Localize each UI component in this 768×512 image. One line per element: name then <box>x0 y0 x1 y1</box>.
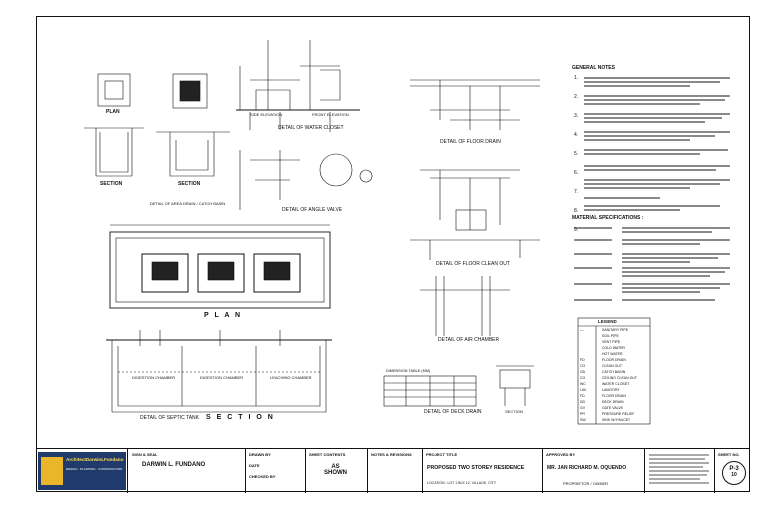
legend-row: VENT PIPE <box>602 340 621 344</box>
digestion-chamber-2: DIGESTION CHAMBER <box>200 375 244 380</box>
project-title: PROPOSED TWO STOREY RESIDENCE <box>427 465 525 471</box>
approver-name: MR. JAN RICHARD M. OQUENDO <box>547 465 627 471</box>
septic-plan-label: P L A N <box>204 312 243 319</box>
logo-subtitle: DESIGN · PLANNING · CONSTRUCTION <box>66 467 123 471</box>
notes-text-cell <box>645 449 715 493</box>
note-item: 8. <box>574 208 579 214</box>
approved-cell: APPROVED BY MR. JAN RICHARD M. OQUENDO P… <box>543 449 645 493</box>
designer-cell: SIGN & SEAL DARWIN L. FUNDANO <box>128 449 246 493</box>
title-block: ArchitectDarwinLFundano DESIGN · PLANNIN… <box>36 448 750 493</box>
catch-basin-plan-square <box>97 73 131 107</box>
legend-row: SOIL PIPE <box>602 334 619 338</box>
floor-cleanout-detail-title: DETAIL OF FLOOR CLEAN OUT <box>436 261 510 267</box>
material-specs-title: MATERIAL SPECIFICATIONS : <box>572 215 644 221</box>
note-item: 6. <box>574 170 579 176</box>
drawing-sheet-border <box>36 16 750 492</box>
deck-drain-detail-title: DETAIL OF DECK DRAIN <box>424 409 482 415</box>
project-title-head: PROJECT TITLE <box>426 452 458 457</box>
general-notes-list: 1. 2. 3. 4. 5. 6. 7. 8. 9. <box>574 76 734 247</box>
scale-cell: SHEET CONTENTS AS SHOWN <box>306 449 368 493</box>
note-item: 1. <box>574 75 579 81</box>
legend-title: LEGEND <box>598 319 617 324</box>
septic-tank-detail-title: DETAIL OF SEPTIC TANK <box>140 415 199 421</box>
dimension-table-title: DIMENSION TABLE (MM) <box>386 369 431 373</box>
note-item: 7. <box>574 189 579 195</box>
drawn-cell: DRAWN BY DATE CHECKED BY <box>246 449 306 493</box>
company-logo: ArchitectDarwinLFundano DESIGN · PLANNIN… <box>38 452 126 490</box>
note-item: 9. <box>574 227 579 233</box>
logo-name: ArchitectDarwinLFundano <box>66 457 124 462</box>
approved-by-head: APPROVED BY <box>546 452 576 457</box>
sheet-no-head: SHEET NO. <box>718 452 740 457</box>
project-location: LOCATION : LOT 1 BLK 12, VILLAGE, CITY <box>427 481 497 485</box>
leaching-chamber: LEACHING CHAMBER <box>270 375 312 380</box>
note-item: 2. <box>574 94 579 100</box>
project-cell: PROJECT TITLE PROPOSED TWO STOREY RESIDE… <box>423 449 543 493</box>
septic-section-label: S E C T I O N <box>206 414 275 421</box>
note-item: 3. <box>574 113 579 119</box>
fine-print-lines <box>649 454 709 484</box>
sheet-number-badge: P-3 10 <box>722 461 746 485</box>
catch-basin-detail-title: DETAIL OF AREA DRAIN / CATCH BASIN <box>150 201 226 206</box>
scale-value: AS SHOWN <box>324 464 347 476</box>
angle-valve-detail-title: DETAIL OF ANGLE VALVE <box>282 207 343 213</box>
catch-basin-section-label-2: SECTION <box>178 181 201 187</box>
digestion-chamber-1: DIGESTION CHAMBER <box>132 375 176 380</box>
note-item: 4. <box>574 132 579 138</box>
legend-row: HOT WATER <box>602 352 623 356</box>
general-notes-title: GENERAL NOTES <box>572 65 615 71</box>
logo-mark-icon <box>41 457 63 485</box>
designer-name: DARWIN L. FUNDANO <box>142 462 206 468</box>
sheet-number-cell: SHEET NO. P-3 10 <box>715 449 750 493</box>
front-elevation-label: FRONT ELEVATION <box>312 112 349 117</box>
note-item: 5. <box>574 151 579 157</box>
drawn-by-label: DRAWN BY <box>249 452 271 457</box>
sheet-total: 10 <box>731 472 737 478</box>
deck-drain-section-label: SECTION <box>505 409 523 414</box>
notes-revisions-head: NOTES & REVISIONS <box>371 452 412 457</box>
sheet-number: P-3 <box>729 466 739 472</box>
logo-cell: ArchitectDarwinLFundano DESIGN · PLANNIN… <box>36 449 128 493</box>
approver-role: PROPRIETOR / OWNER <box>563 481 609 486</box>
legend-row: —SANITARY PIPE <box>580 328 629 332</box>
catch-basin-section-label: SECTION <box>100 181 123 187</box>
notes-cell: NOTES & REVISIONS <box>368 449 423 493</box>
designer-head: SIGN & SEAL <box>132 452 158 457</box>
legend-list: —SANITARY PIPE SOIL PIPE VENT PIPE COLD … <box>580 328 650 424</box>
checked-by-label: CHECKED BY <box>249 474 276 479</box>
sheet-contents-head: SHEET CONTENTS <box>309 452 346 457</box>
catch-basin-plan-label: PLAN <box>106 109 120 115</box>
floor-drain-detail-title: DETAIL OF FLOOR DRAIN <box>440 139 501 145</box>
date-label: DATE <box>249 463 260 468</box>
side-elevation-label: SIDE ELEVATION <box>250 112 283 117</box>
legend-row: COLD WATER <box>602 346 625 350</box>
air-chamber-detail-title: DETAIL OF AIR CHAMBER <box>438 337 500 343</box>
water-closet-detail-title: DETAIL OF WATER CLOSET <box>278 125 344 131</box>
